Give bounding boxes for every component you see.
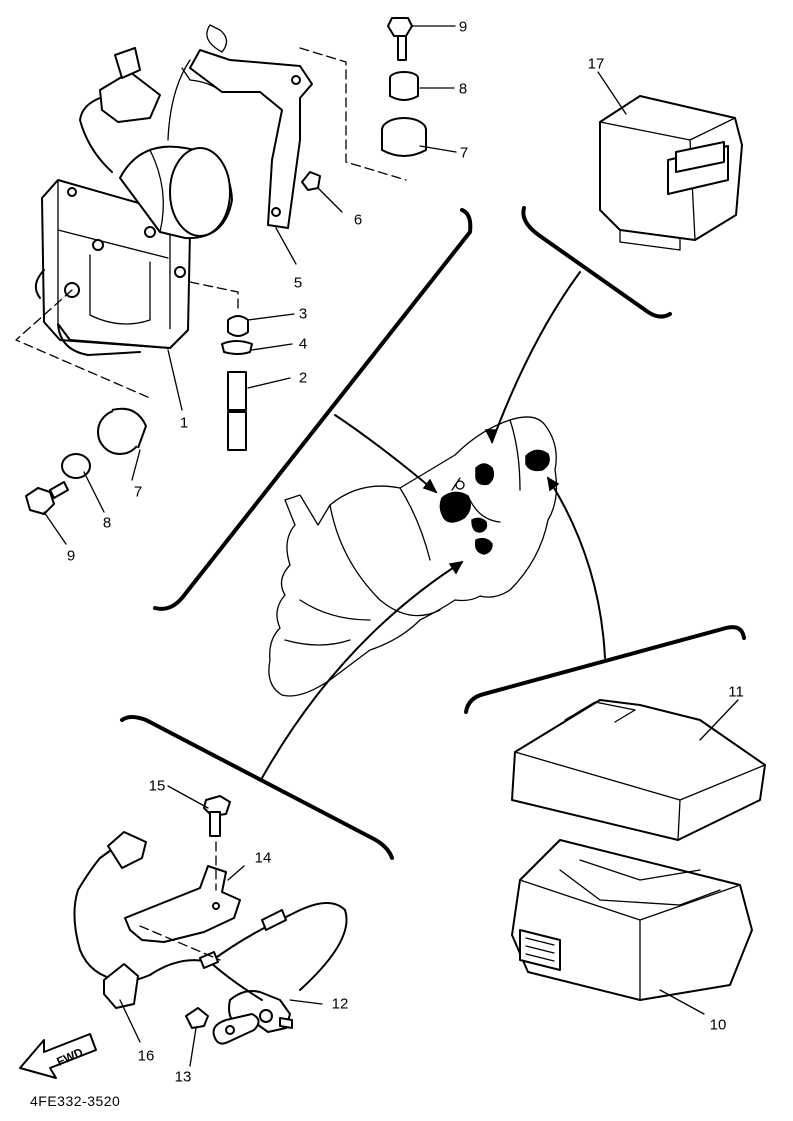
- sensor-connector: [107, 831, 147, 869]
- callout-number-4: 4: [298, 335, 308, 353]
- callout-number-2: 2: [298, 369, 308, 387]
- assembly-line: [189, 281, 239, 313]
- bracket-upper-right: [521, 206, 672, 319]
- callout-number-9: 9: [66, 547, 76, 565]
- clamp-part-16: [103, 963, 139, 1009]
- ecu-part-10: [511, 839, 753, 1001]
- callout-number-7: 7: [133, 483, 143, 501]
- callout-number-14: 14: [254, 849, 272, 867]
- bracket-lower-right: [464, 625, 746, 714]
- bracket-part-5: [167, 24, 313, 229]
- leader-relay: [491, 271, 581, 443]
- bolt-part-6: [301, 171, 321, 191]
- assembly-line: [15, 289, 151, 399]
- leader-hydraulic-unit: [334, 414, 437, 493]
- bolt-part-15: [203, 795, 231, 837]
- arrowhead: [448, 561, 464, 575]
- hydraulic-unit-part-1: [34, 47, 233, 356]
- wheel-sensor-part-12: [212, 990, 293, 1045]
- leader-sensor: [261, 561, 463, 779]
- relay-part-17: [599, 95, 743, 251]
- callout-number-11: 11: [728, 683, 744, 701]
- callout-number-8: 8: [458, 80, 468, 98]
- callout-number-10: 10: [709, 1016, 727, 1034]
- callout-number-6: 6: [353, 211, 363, 229]
- mount-set-upper-part-7-8-9: [381, 17, 427, 157]
- callout-number-8: 8: [102, 514, 112, 532]
- forward-direction-arrow-icon: [19, 1033, 97, 1079]
- motorcycle-outline: [268, 416, 558, 697]
- mount-set-lower-part-7-8-9: [25, 407, 147, 515]
- damper-set-part-2-3-4: [221, 315, 253, 451]
- bolt-part-13: [185, 1007, 209, 1029]
- assembly-line: [299, 47, 407, 181]
- drawing-code: 4FE332-3520: [30, 1093, 121, 1109]
- bracket-lower-left: [120, 715, 394, 860]
- arrowhead: [422, 478, 438, 494]
- callout-number-13: 13: [174, 1068, 192, 1086]
- callout-number-12: 12: [331, 995, 349, 1013]
- callout-number-9: 9: [458, 18, 468, 36]
- callout-number-7: 7: [459, 144, 469, 162]
- callout-number-17: 17: [587, 55, 605, 73]
- leader-ecu: [547, 477, 606, 659]
- sensor-cable: [73, 847, 348, 1001]
- callout-number-3: 3: [298, 305, 308, 323]
- callout-number-15: 15: [148, 777, 166, 795]
- callout-leaders: [43, 25, 739, 1067]
- assembly-line: [139, 841, 221, 961]
- sensor-bracket-part-14: [124, 865, 241, 943]
- callout-number-1: 1: [179, 414, 189, 432]
- callout-number-16: 16: [137, 1047, 155, 1065]
- arrowhead: [484, 429, 498, 444]
- ecu-cover-part-11: [511, 699, 766, 841]
- bracket-upper-left: [153, 208, 473, 611]
- cable-clamp: [199, 909, 287, 969]
- callout-number-5: 5: [293, 274, 303, 292]
- arrowhead: [546, 476, 560, 492]
